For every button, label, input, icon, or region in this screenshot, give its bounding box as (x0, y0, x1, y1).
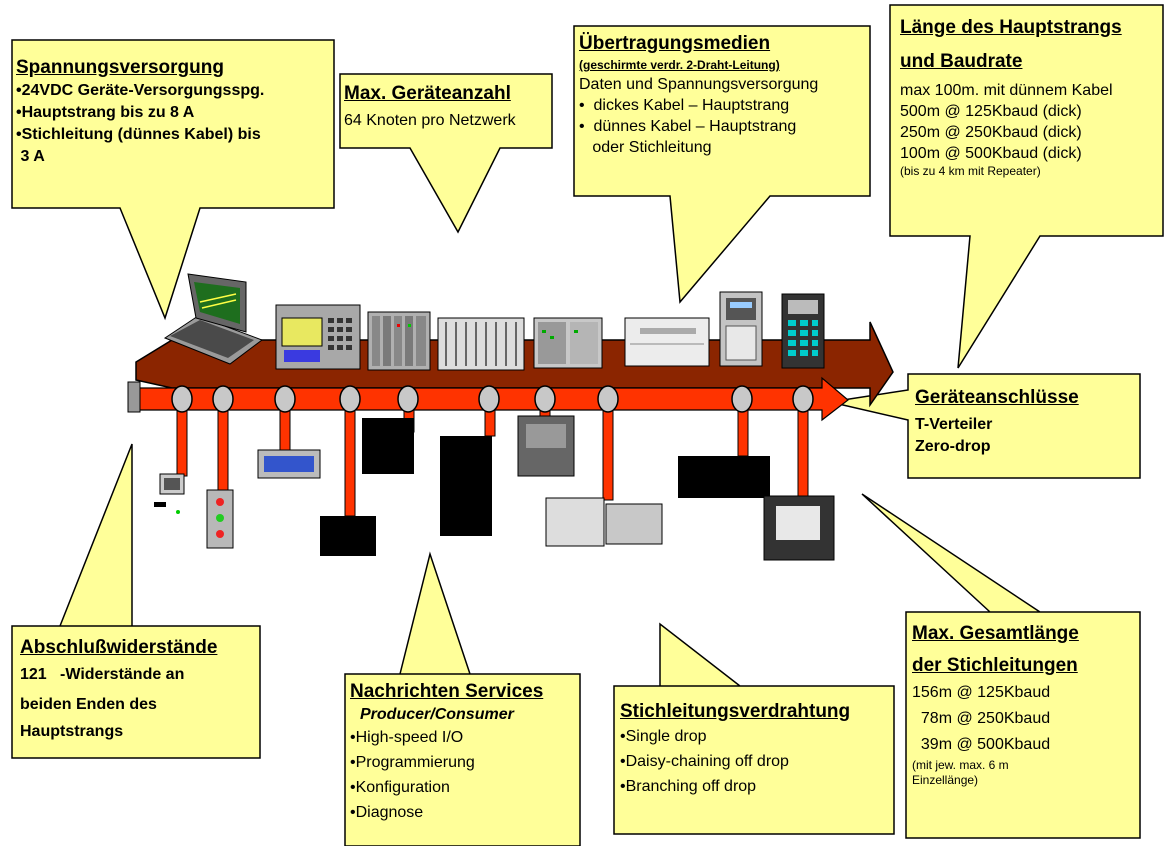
nachrichten-text: Nachrichten Services Producer/Consumer •… (350, 680, 580, 825)
laenge-title: Länge des Hauptstrangs (900, 17, 1122, 38)
io-module-device (437, 317, 525, 371)
laenge-line: max 100m. mit dünnem Kabel (900, 82, 1113, 99)
anschluesse-line: Zero-drop (915, 438, 991, 455)
medien-line: oder Stichleitung (579, 139, 712, 156)
tap (339, 385, 361, 413)
gesamtlaenge-note: Einzellänge) (912, 773, 979, 787)
gesamtlaenge-line: 39m @ 500Kbaud (912, 736, 1051, 753)
tap (274, 385, 296, 413)
controller-device (719, 291, 763, 367)
stichverdrahtung-text: Stichleitungsverdrahtung •Single drop •D… (620, 700, 892, 799)
geraeteanzahl-line: 64 Knoten pro Netzwerk (344, 112, 516, 129)
gesamtlaenge-line: 78m @ 250Kbaud (912, 710, 1051, 727)
tap (397, 385, 419, 413)
callout-laenge (889, 4, 1164, 369)
stichverdrahtung-title: Stichleitungsverdrahtung (620, 701, 851, 722)
nachrichten-line: •Konfiguration (350, 779, 450, 796)
nachrichten-line: •Diagnose (350, 804, 424, 821)
callout-nachrichten (344, 551, 581, 846)
medien-title: Übertragungsmedien (579, 33, 771, 54)
laenge-line: 500m @ 125Kbaud (dick) (900, 103, 1082, 120)
spannung-title: Spannungsversorgung (16, 57, 224, 78)
medien-line: Daten und Spannungsversorgung (579, 76, 819, 93)
spannung-line: •Stichleitung (dünnes Kabel) bis (16, 126, 261, 143)
nachrichten-line: •High-speed I/O (350, 729, 464, 746)
laenge-line: 250m @ 250Kbaud (dick) (900, 124, 1082, 141)
stichverdrahtung-line: •Branching off drop (620, 778, 757, 795)
tap (478, 385, 500, 413)
t-taps (171, 385, 814, 413)
stichverdrahtung-line: •Daisy-chaining off drop (620, 753, 789, 770)
medien-line: • dickes Kabel – Hauptstrang (579, 97, 790, 114)
medien-line: • dünnes Kabel – Hauptstrang (579, 118, 797, 135)
tap (792, 385, 814, 413)
nachrichten-subtitle: Producer/Consumer (360, 706, 514, 723)
tap (212, 385, 234, 413)
spannung-line: •24VDC Geräte-Versorgungsspg. (16, 82, 265, 99)
abschluss-line: 121 -Widerstände an (20, 666, 185, 683)
spannung-text: Spannungsversorgung •24VDC Geräte-Versor… (16, 56, 332, 168)
anschluesse-title: Geräteanschlüsse (915, 387, 1079, 408)
laenge-line: 100m @ 500Kbaud (dick) (900, 145, 1082, 162)
callout-geraeteanzahl (339, 73, 553, 234)
callout-stichverdrahtung (613, 622, 895, 835)
nachrichten-line: •Programmierung (350, 754, 475, 771)
laptop-device (163, 273, 264, 365)
gesamtlaenge-title: Max. Gesamtlänge (912, 623, 1079, 644)
io-strip-device (257, 449, 321, 479)
tap (171, 385, 193, 413)
tap (534, 385, 556, 413)
laenge-text: Länge des Hauptstrangs und Baudrate max … (900, 16, 1162, 179)
gesamtlaenge-title-2: der Stichleitungen (912, 655, 1078, 676)
nachrichten-title: Nachrichten Services (350, 681, 544, 702)
callout-spannung (11, 39, 335, 321)
plc-rack-device (367, 311, 431, 371)
gesamtlaenge-line: 156m @ 125Kbaud (912, 684, 1051, 701)
geraeteanzahl-text: Max. Geräteanzahl 64 Knoten pro Netzwerk (344, 82, 554, 131)
medien-text: Übertragungsmedien (geschirmte verdr. 2-… (579, 32, 871, 158)
geraeteanzahl-title: Max. Geräteanzahl (344, 83, 511, 104)
callout-abschluss (11, 443, 261, 759)
pushbutton-station-device (206, 489, 234, 549)
laenge-title-2: und Baudrate (900, 51, 1023, 72)
abschluss-text: Abschlußwiderstände 121 -Widerstände an … (20, 636, 258, 744)
callout-anschluesse (829, 373, 1141, 479)
stichverdrahtung-line: •Single drop (620, 728, 707, 745)
terminator-left (127, 381, 141, 413)
drive-module-device (517, 415, 575, 477)
anschluesse-text: Geräteanschlüsse T-Verteiler Zero-drop (915, 386, 1135, 458)
callout-gesamtlaenge (861, 493, 1141, 839)
abschluss-line: Hauptstrangs (20, 723, 124, 740)
callout-shapes (11, 4, 1164, 846)
io-block-device (533, 317, 603, 369)
drive-device (624, 317, 710, 367)
pc-drop-device (154, 473, 185, 514)
tap (731, 385, 753, 413)
contactor-device (440, 436, 492, 536)
sensor-box-device (320, 516, 376, 556)
spannung-line: 3 A (16, 148, 45, 165)
servo-drive-device (545, 497, 663, 547)
operator-terminal-device (763, 495, 835, 561)
anschluesse-line: T-Verteiler (915, 416, 993, 433)
medien-subtitle: (geschirmte verdr. 2-Draht-Leitung) (579, 58, 780, 72)
tap (597, 385, 619, 413)
abschluss-title: Abschlußwiderstände (20, 637, 218, 658)
spannung-line: •Hauptstrang bis zu 8 A (16, 104, 195, 121)
abschluss-line: beiden Enden des (20, 696, 157, 713)
laenge-note: (bis zu 4 km mit Repeater) (900, 164, 1041, 178)
encoder-device (678, 456, 770, 498)
motor-starter-device (362, 418, 414, 474)
callout-medien (573, 25, 871, 304)
keypad-device (781, 293, 825, 369)
gesamtlaenge-text: Max. Gesamtlänge der Stichleitungen 156m… (912, 622, 1138, 788)
hmi-panel-device (275, 304, 361, 370)
gesamtlaenge-note: (mit jew. max. 6 m (912, 758, 1009, 772)
